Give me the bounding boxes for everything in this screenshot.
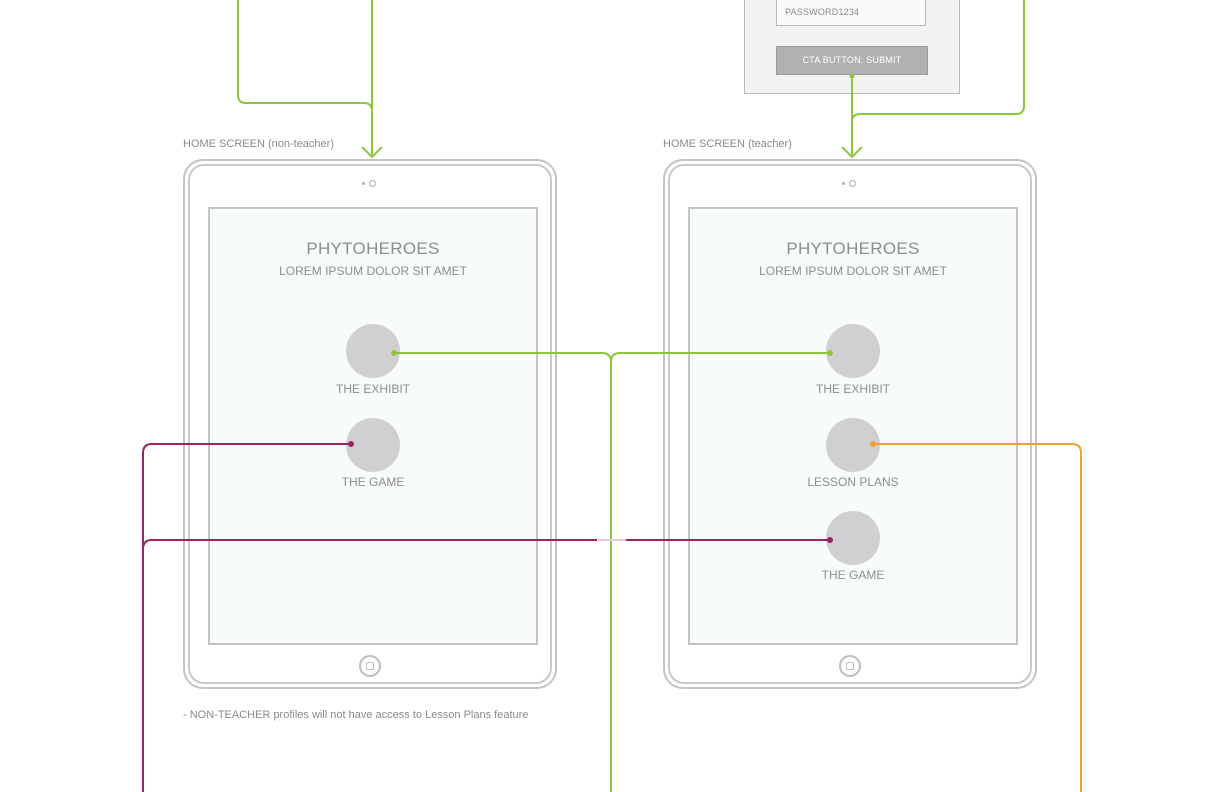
camera-icon — [849, 180, 856, 187]
lesson-plans-button[interactable] — [826, 418, 880, 472]
flow-line-green — [237, 0, 373, 155]
login-panel: PASSWORD1234 CTA BUTTON: SUBMIT — [744, 0, 960, 94]
home-button[interactable] — [839, 655, 861, 677]
home-screen-teacher: PHYTOHEROES LOREM IPSUM DOLOR SIT AMET T… — [688, 207, 1018, 645]
home-square-icon — [846, 662, 854, 670]
game-label: THE GAME — [341, 475, 405, 489]
tablet-non-teacher: PHYTOHEROES LOREM IPSUM DOLOR SIT AMET T… — [183, 159, 557, 689]
home-square-icon — [366, 662, 374, 670]
footnote: - NON-TEACHER profiles will not have acc… — [183, 709, 529, 721]
arrow-down-icon — [841, 146, 863, 159]
game-button[interactable] — [346, 418, 400, 472]
app-subtitle: LOREM IPSUM DOLOR SIT AMET — [279, 264, 467, 278]
camera-dot-icon — [362, 182, 365, 185]
exhibit-button[interactable] — [826, 324, 880, 378]
app-title: PHYTOHEROES — [306, 239, 440, 258]
game-label: THE GAME — [821, 568, 885, 582]
submit-button[interactable]: CTA BUTTON: SUBMIT — [776, 46, 928, 75]
home-screen-non-teacher: PHYTOHEROES LOREM IPSUM DOLOR SIT AMET T… — [208, 207, 538, 645]
exhibit-button[interactable] — [346, 324, 400, 378]
caption-teacher: HOME SCREEN (teacher) — [663, 138, 792, 150]
lesson-plans-label: LESSON PLANS — [807, 475, 899, 489]
exhibit-label: THE EXHIBIT — [815, 382, 890, 396]
camera-dot-icon — [842, 182, 845, 185]
home-button[interactable] — [359, 655, 381, 677]
arrow-down-icon — [361, 146, 383, 159]
tablet-teacher: PHYTOHEROES LOREM IPSUM DOLOR SIT AMET T… — [663, 159, 1037, 689]
caption-non-teacher: HOME SCREEN (non-teacher) — [183, 138, 334, 150]
app-subtitle: LOREM IPSUM DOLOR SIT AMET — [759, 264, 947, 278]
tablet-bezel — [668, 164, 1032, 684]
game-button[interactable] — [826, 511, 880, 565]
camera-icon — [369, 180, 376, 187]
password-field[interactable]: PASSWORD1234 — [776, 0, 926, 26]
app-title: PHYTOHEROES — [786, 239, 920, 258]
exhibit-label: THE EXHIBIT — [335, 382, 410, 396]
